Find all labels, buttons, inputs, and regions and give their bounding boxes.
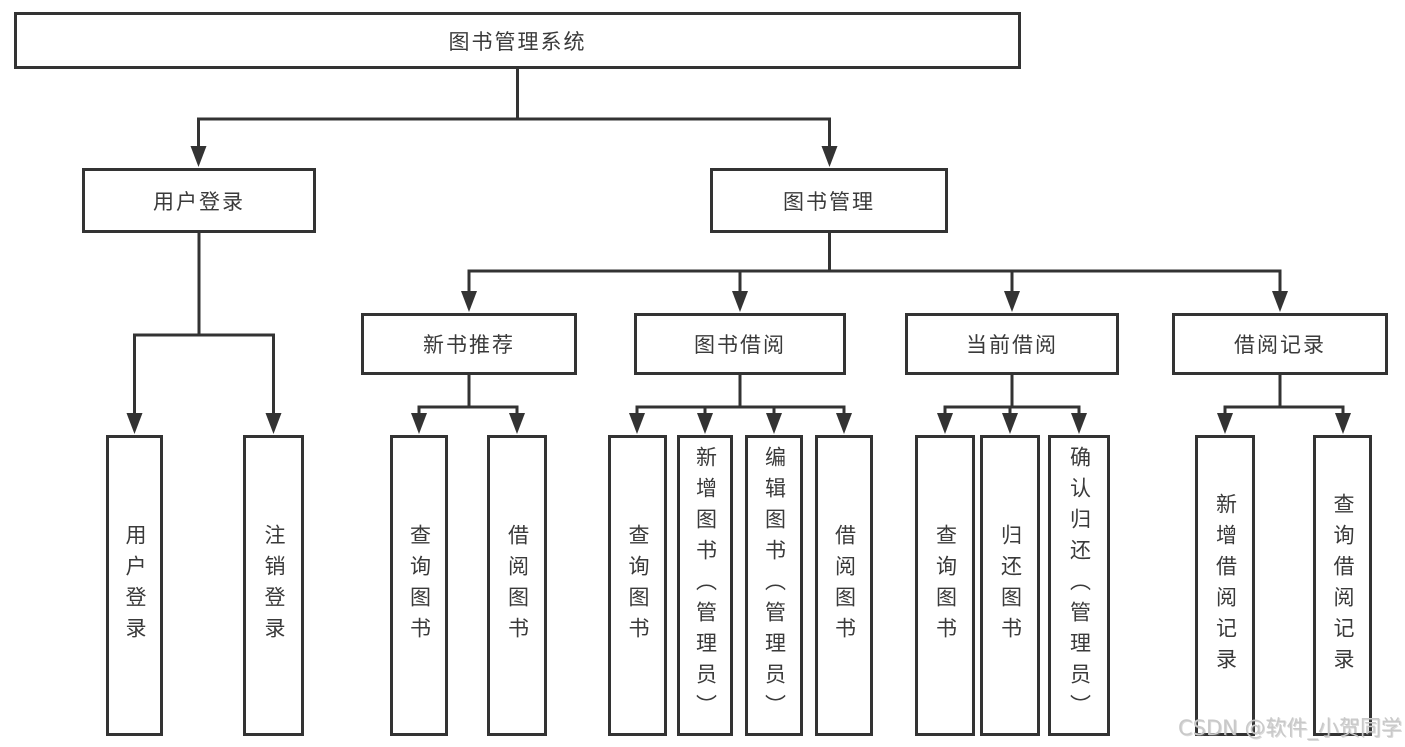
node-label: 新书推荐 — [423, 333, 515, 357]
node-return-books: 归还图书 — [980, 435, 1040, 736]
node-query-books-recommend: 查询图书 — [390, 435, 448, 736]
node-label: 查询图书 — [626, 523, 650, 648]
node-label: 查询图书 — [407, 523, 432, 648]
node-edit-book-admin: 编辑图书（管理员） — [745, 435, 803, 736]
node-label: 当前借阅 — [966, 333, 1058, 357]
node-book-management: 图书管理 — [710, 168, 948, 233]
node-label: 新增借阅记录 — [1213, 492, 1238, 679]
csdn-watermark: CSDN @软件_小贺同学 — [1178, 716, 1403, 740]
node-label: 新增图书（管理员） — [693, 446, 718, 725]
node-query-books-borrow: 查询图书 — [608, 435, 667, 736]
node-new-book-recommend: 新书推荐 — [361, 313, 577, 375]
node-logout: 注销登录 — [243, 435, 304, 736]
node-label: 确认归还（管理员） — [1067, 446, 1092, 725]
node-label: 查询借阅记录 — [1331, 492, 1355, 679]
node-confirm-return-admin: 确认归还（管理员） — [1048, 435, 1110, 736]
node-label: 借阅图书 — [832, 523, 857, 648]
node-label: 编辑图书（管理员） — [762, 446, 787, 725]
node-label: 用户登录 — [153, 189, 245, 214]
node-add-book-admin: 新增图书（管理员） — [677, 435, 733, 736]
node-label: 借阅记录 — [1234, 333, 1326, 357]
node-add-borrow-record: 新增借阅记录 — [1195, 435, 1255, 736]
node-user-login: 用户登录 — [82, 168, 316, 233]
node-label: 借阅图书 — [505, 523, 530, 648]
node-user-login-leaf: 用户登录 — [106, 435, 163, 736]
node-borrow-books-recommend: 借阅图书 — [487, 435, 547, 736]
node-label: 注销登录 — [262, 523, 286, 648]
node-borrow-books-leaf: 借阅图书 — [815, 435, 873, 736]
node-label: 归还图书 — [998, 523, 1023, 648]
node-label: 图书管理 — [783, 189, 875, 214]
node-label: 查询图书 — [933, 523, 958, 648]
node-book-borrowing: 图书借阅 — [634, 313, 846, 375]
node-current-borrowing: 当前借阅 — [905, 313, 1119, 375]
node-borrowing-records: 借阅记录 — [1172, 313, 1388, 375]
node-query-books-current: 查询图书 — [915, 435, 975, 736]
node-label: 图书借阅 — [694, 333, 786, 357]
node-label: 用户登录 — [123, 523, 147, 648]
node-library-system: 图书管理系统 — [14, 12, 1021, 69]
node-query-borrow-record: 查询借阅记录 — [1313, 435, 1372, 736]
node-label: 图书管理系统 — [448, 29, 587, 54]
